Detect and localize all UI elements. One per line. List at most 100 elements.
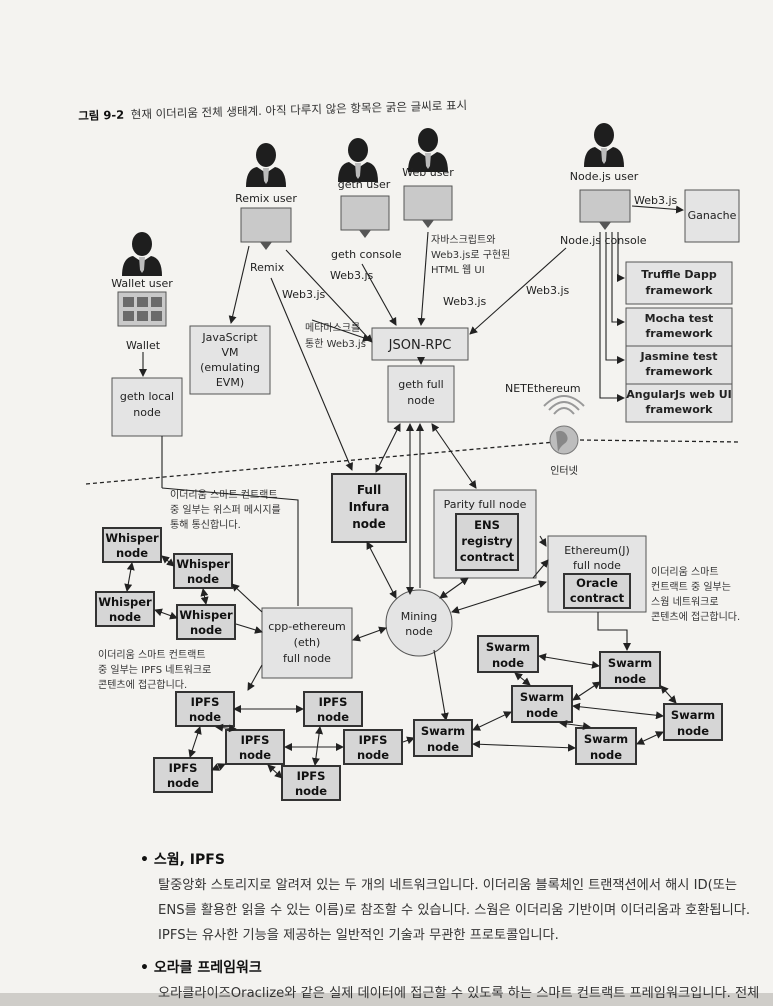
- whisper-node-3: Whisper node: [95, 591, 155, 627]
- svg-text:node: node: [427, 740, 459, 754]
- swarm-node-2: Swarm node: [599, 651, 661, 689]
- internet-icon: [543, 395, 585, 455]
- web-user-label: Web user: [402, 166, 454, 179]
- svg-text:node: node: [109, 610, 141, 624]
- swarm-note: 이더리움 스마트 컨트랙트 중 일부는 스웜 네트워크로 콘텐츠에 접근합니다.: [651, 566, 740, 623]
- svg-text:Swarm: Swarm: [671, 708, 715, 722]
- wallet-label: Wallet: [126, 339, 161, 352]
- svg-text:Whisper: Whisper: [176, 557, 230, 571]
- ganache-box: [684, 189, 740, 243]
- svg-text:Swarm: Swarm: [584, 732, 628, 746]
- metamask-note: 메타마스크를 통한 Web3.js: [305, 322, 366, 350]
- svg-text:node: node: [116, 546, 148, 560]
- svg-text:Whisper: Whisper: [105, 531, 159, 545]
- svg-text:VM: VM: [221, 346, 238, 359]
- ipfs-node-5: IPFS node: [153, 757, 213, 793]
- svg-text:Jasmine test: Jasmine test: [640, 350, 718, 363]
- wallet-user-icon: [122, 232, 162, 276]
- swarm-line-3: IPFS는 유사한 기능을 제공하는 일반적인 기술과 무관한 프로토콜입니다.: [158, 928, 559, 943]
- internet-label: 인터넷: [550, 465, 578, 477]
- svg-text:node: node: [317, 710, 349, 724]
- svg-text:contract: contract: [460, 550, 515, 564]
- svg-text:node: node: [239, 748, 271, 762]
- svg-text:IPFS: IPFS: [169, 761, 198, 775]
- geth-console-label: geth console: [331, 248, 402, 261]
- svg-text:IPFS: IPFS: [297, 769, 326, 783]
- swarm-node-3: Swarm node: [511, 685, 573, 723]
- web-ui-note: 자바스크립트와 Web3.js로 구현된 HTML 웹 UI: [431, 233, 514, 276]
- cpp-ethereum-node-box: cpp-ethereum (eth) full node: [261, 607, 353, 679]
- remix-user-icon: [246, 143, 286, 187]
- svg-text:node: node: [590, 748, 622, 762]
- svg-text:Swarm: Swarm: [486, 640, 530, 654]
- swarm-line-2: ENS를 활용한 읽을 수 있는 이름)로 참조할 수 있습니다. 스웜은 이더…: [158, 903, 751, 918]
- svg-text:framework: framework: [645, 327, 713, 340]
- geth-monitor: [340, 195, 390, 231]
- ipfs-node-4: IPFS node: [343, 729, 403, 765]
- nodejs-monitor: [579, 189, 631, 223]
- svg-text:node: node: [187, 572, 219, 586]
- geth-local-node-box: geth local node: [111, 377, 183, 437]
- ganache-label: Ganache: [688, 209, 737, 222]
- swarm-node-6: Swarm node: [575, 727, 637, 765]
- svg-text:framework: framework: [645, 403, 713, 416]
- json-rpc-label: JSON-RPC: [388, 338, 452, 353]
- svg-text:cpp-ethereum: cpp-ethereum: [268, 620, 346, 633]
- svg-text:node: node: [189, 710, 221, 724]
- swarm-node-1: Swarm node: [477, 635, 539, 673]
- svg-text:Mocha test: Mocha test: [645, 312, 714, 325]
- svg-text:Infura: Infura: [349, 500, 390, 514]
- svg-text:Truffle Dapp: Truffle Dapp: [641, 268, 717, 281]
- svg-text:framework: framework: [645, 284, 713, 297]
- ethereum-ecosystem-diagram: Remix user geth user Web user Node.js us…: [85, 123, 740, 801]
- web3js-remix-label: Web3.js: [282, 288, 326, 301]
- web3js-web-label: Web3.js: [443, 295, 487, 308]
- svg-text:contract: contract: [570, 591, 625, 605]
- svg-text:node: node: [492, 656, 524, 670]
- svg-text:node: node: [357, 748, 389, 762]
- mocha-box: Mocha test framework: [625, 307, 733, 347]
- swarm-ipfs-heading: 스웜, IPFS: [140, 848, 760, 873]
- remix-user-label: Remix user: [235, 192, 297, 205]
- ipfs-node-1: IPFS node: [175, 691, 235, 727]
- geth-user-label: geth user: [338, 178, 391, 191]
- svg-text:node: node: [133, 406, 161, 419]
- svg-text:Whisper: Whisper: [98, 595, 152, 609]
- web3js-geth-label: Web3.js: [330, 269, 374, 282]
- oracle-line-1: 오라클라이즈Oraclize와 같은 실제 데이터에 접근할 수 있도록 하는 …: [158, 986, 760, 1001]
- wallet-icon: [117, 291, 167, 327]
- svg-text:Swarm: Swarm: [520, 690, 564, 704]
- whisper-note: 이더리움 스마트 컨트랙트 중 일부는 위스퍼 메시지를 통해 통신합니다.: [170, 489, 284, 531]
- web3js-ganache-label: Web3.js: [634, 194, 678, 207]
- svg-text:ENS: ENS: [474, 518, 500, 532]
- mining-node-circle: Mining node: [385, 589, 453, 657]
- wallet-user-label: Wallet user: [111, 277, 173, 290]
- parity-label: Parity full node: [444, 498, 527, 511]
- svg-text:node: node: [352, 517, 386, 531]
- svg-text:node: node: [614, 672, 646, 686]
- oracle-contract-box: Oracle contract: [563, 573, 631, 609]
- svg-text:node: node: [295, 784, 327, 798]
- swarm-node-4: Swarm node: [663, 703, 723, 741]
- svg-text:framework: framework: [645, 365, 713, 378]
- whisper-node-2: Whisper node: [173, 553, 233, 589]
- svg-text:geth full: geth full: [398, 378, 444, 391]
- ens-contract-box: ENS registry contract: [455, 513, 519, 571]
- svg-text:Whisper: Whisper: [179, 608, 233, 622]
- remix-label: Remix: [250, 261, 285, 274]
- svg-text:Ethereum(J): Ethereum(J): [564, 544, 630, 557]
- swarm-line-1: 탈중앙화 스토리지로 알려져 있는 두 개의 네트워크입니다. 이더리움 블록체…: [158, 878, 738, 893]
- whisper-node-4: Whisper node: [176, 604, 236, 640]
- svg-text:IPFS: IPFS: [191, 695, 220, 709]
- svg-text:full node: full node: [283, 652, 331, 665]
- svg-text:IPFS: IPFS: [319, 695, 348, 709]
- whisper-node-1: Whisper node: [102, 527, 162, 563]
- svg-text:IPFS: IPFS: [241, 733, 270, 747]
- body-text: 스웜, IPFS 탈중앙화 스토리지로 알려져 있는 두 개의 네트워크입니다.…: [140, 848, 760, 1006]
- svg-text:(eth): (eth): [294, 636, 321, 649]
- remix-monitor: [240, 207, 292, 243]
- ipfs-note: 이더리움 스마트 컨트랙트 중 일부는 IPFS 네트워크로 콘텐츠에 접근합니…: [98, 649, 214, 691]
- svg-text:node: node: [167, 776, 199, 790]
- svg-text:Swarm: Swarm: [608, 656, 652, 670]
